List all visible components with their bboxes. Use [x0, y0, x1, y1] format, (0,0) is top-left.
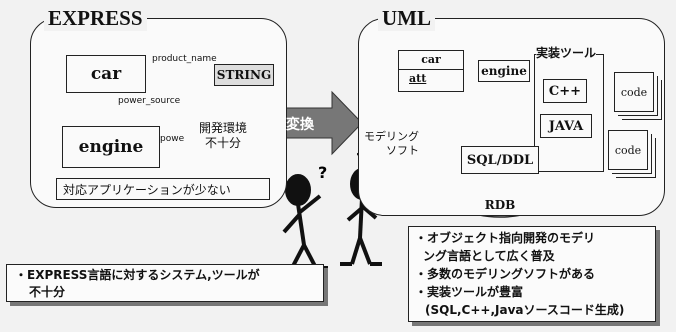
right-note-line-3: ・多数のモデリングソフトがある [415, 265, 649, 283]
uml-class-name: car [399, 51, 463, 70]
burst-label: 開発環境 不十分 [198, 121, 248, 151]
impl-tools-group [534, 54, 604, 172]
right-note-line-4: ・実装ツールが豊富 [415, 283, 649, 301]
convert-arrow-label: 変換 [286, 114, 314, 134]
left-note-line-2: 不十分 [15, 284, 315, 301]
sql-ddl-box: SQL/DDL [461, 146, 539, 174]
left-note-line-1: ・EXPRESS言語に対するシステム,ツールが [15, 267, 315, 284]
right-note-line-1: ・オブジェクト指向開発のモデリ [415, 229, 649, 247]
power-label: powe [160, 134, 184, 144]
code-output-2: code [608, 130, 648, 170]
right-note-line-2: ング言語として広く普及 [415, 247, 649, 265]
power-source-label: power_source [118, 96, 180, 106]
modeling-software-label: モデリング ソフト [364, 130, 419, 158]
uml-title: UML [378, 6, 435, 31]
left-summary-note: ・EXPRESS言語に対するシステム,ツールが 不十分 [6, 264, 324, 302]
right-summary-note: ・オブジェクト指向開発のモデリ ング言語として広く普及 ・多数のモデリングソフト… [408, 226, 656, 322]
modeling-line-2: ソフト [364, 144, 419, 158]
burst-line-1: 開発環境 [198, 121, 248, 136]
rdb-label: RDB [480, 198, 520, 212]
code-output-1: code [614, 72, 654, 112]
cpp-tool-box: C++ [543, 79, 587, 103]
express-title: EXPRESS [44, 6, 147, 31]
express-note-box: 対応アプリケーションが少ない [56, 178, 270, 200]
uml-class-attr: att [399, 70, 463, 88]
thinking-figure-left [280, 176, 328, 268]
right-note-line-5: (SQL,C++,Javaソースコード生成) [415, 301, 649, 319]
impl-tools-label: 実装ツール [536, 44, 596, 61]
modeling-line-1: モデリング [364, 130, 419, 144]
uml-engine-class: engine [478, 60, 530, 82]
express-engine-entity: engine [62, 126, 160, 168]
uml-class-box: car att [398, 50, 464, 92]
burst-line-2: 不十分 [198, 136, 248, 151]
java-tool-box: JAVA [540, 114, 592, 138]
uml-panel [358, 18, 665, 216]
question-mark-left: ? [318, 163, 327, 182]
product-name-label: product_name [152, 54, 217, 64]
express-string-box: STRING [214, 64, 274, 86]
express-car-entity: car [66, 55, 146, 93]
